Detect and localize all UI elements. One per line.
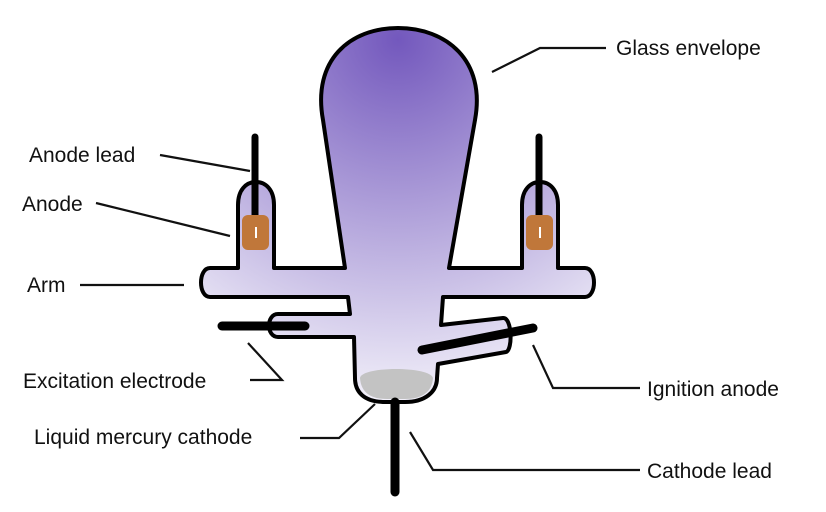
leader-anode-lead <box>159 153 251 173</box>
label-anode-lead: Anode lead <box>29 144 135 167</box>
ignition-anode-rod <box>417 323 538 355</box>
label-ignition-anode: Ignition anode <box>647 378 779 401</box>
leader-ignition-anode <box>532 344 640 390</box>
leader-glass-envelope <box>491 46 606 73</box>
liquid-mercury-pool <box>360 369 433 399</box>
glass-envelope <box>199 26 596 404</box>
leader-liquid-mercury-cathode <box>300 403 376 440</box>
label-liquid-mercury-cathode: Liquid mercury cathode <box>34 426 252 449</box>
label-glass-envelope: Glass envelope <box>616 37 761 60</box>
leader-cathode-lead <box>409 431 640 472</box>
leader-anode <box>95 201 231 238</box>
label-excitation-electrode: Excitation electrode <box>23 370 206 393</box>
label-cathode-lead: Cathode lead <box>647 460 772 483</box>
label-anode: Anode <box>22 193 83 216</box>
leader-excitation-electrode <box>247 342 285 382</box>
label-arm: Arm <box>27 274 66 297</box>
